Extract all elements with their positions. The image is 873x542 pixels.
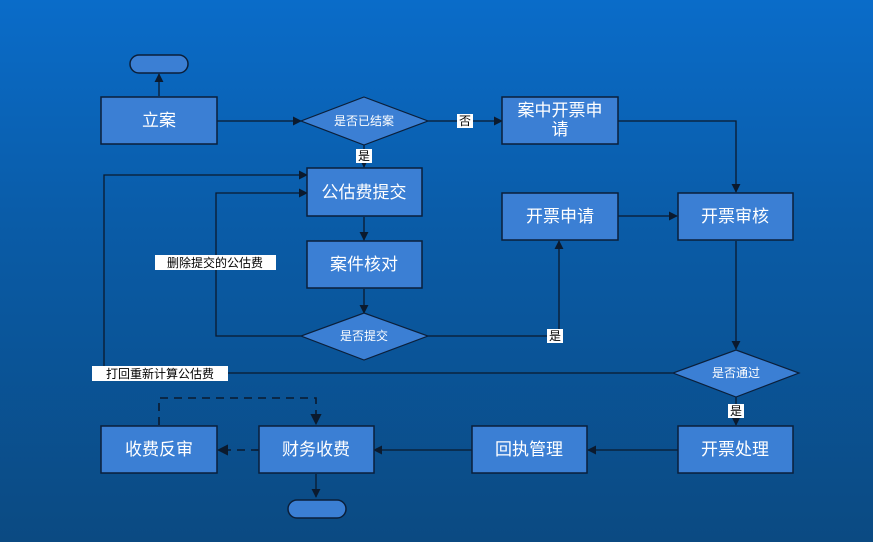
label-yes-pass: 是 xyxy=(728,404,744,418)
label-recalculate-fee-text: 打回重新计算公估费 xyxy=(106,366,214,381)
edge-reverse-to-finance xyxy=(158,397,322,426)
decision-closed-label: 是否已结案 xyxy=(334,113,394,128)
decision-submit: 是否提交 xyxy=(299,312,430,361)
decision-pass: 是否通过 xyxy=(671,349,801,398)
node-receipt-management: 回执管理 xyxy=(471,425,588,474)
edge-recalculate xyxy=(103,170,673,374)
label-recalculate-fee: 打回重新计算公估费 xyxy=(92,366,228,381)
node-invoice-process-label: 开票处理 xyxy=(701,440,769,460)
edge-case-invoice-to-review xyxy=(618,120,741,193)
decision-closed: 是否已结案 xyxy=(299,96,430,146)
label-yes-closed-text: 是 xyxy=(358,149,370,163)
label-delete-fee-text: 删除提交的公估费 xyxy=(167,255,263,270)
node-charge-reverse-review-label: 收费反审 xyxy=(125,440,193,460)
start-terminal xyxy=(129,54,189,74)
node-li-an-label: 立案 xyxy=(142,111,176,131)
label-yes-closed: 是 xyxy=(356,149,372,163)
node-finance-charge: 财务收费 xyxy=(258,425,375,474)
label-no-closed-text: 否 xyxy=(459,114,471,128)
node-fee-submit-label: 公估费提交 xyxy=(322,183,407,203)
label-yes-pass-text: 是 xyxy=(730,404,742,418)
decision-pass-label: 是否通过 xyxy=(712,366,760,380)
label-yes-submit-text: 是 xyxy=(549,329,561,343)
node-invoice-request-label: 开票申请 xyxy=(526,207,594,227)
label-yes-submit: 是 xyxy=(547,329,563,343)
node-charge-reverse-review: 收费反审 xyxy=(100,425,218,474)
node-invoice-request: 开票申请 xyxy=(501,192,619,241)
node-invoice-review: 开票审核 xyxy=(677,192,794,241)
node-fee-submit: 公估费提交 xyxy=(306,167,423,217)
node-li-an: 立案 xyxy=(100,96,218,145)
node-case-invoice-request: 案中开票申 请 xyxy=(501,96,619,145)
label-delete-fee: 删除提交的公估费 xyxy=(155,255,276,270)
node-invoice-process: 开票处理 xyxy=(677,425,794,474)
node-case-invoice-request-label-1: 案中开票申 xyxy=(518,101,603,121)
node-receipt-management-label: 回执管理 xyxy=(495,440,563,460)
node-case-check-label: 案件核对 xyxy=(330,255,398,275)
node-finance-charge-label: 财务收费 xyxy=(282,440,350,460)
node-case-check: 案件核对 xyxy=(306,240,423,289)
node-invoice-review-label: 开票审核 xyxy=(701,207,769,227)
end-terminal xyxy=(287,499,347,519)
edge-submit-yes xyxy=(428,240,564,337)
label-no-closed: 否 xyxy=(457,114,473,128)
node-case-invoice-request-label-2: 请 xyxy=(552,120,569,140)
decision-submit-label: 是否提交 xyxy=(340,328,388,343)
